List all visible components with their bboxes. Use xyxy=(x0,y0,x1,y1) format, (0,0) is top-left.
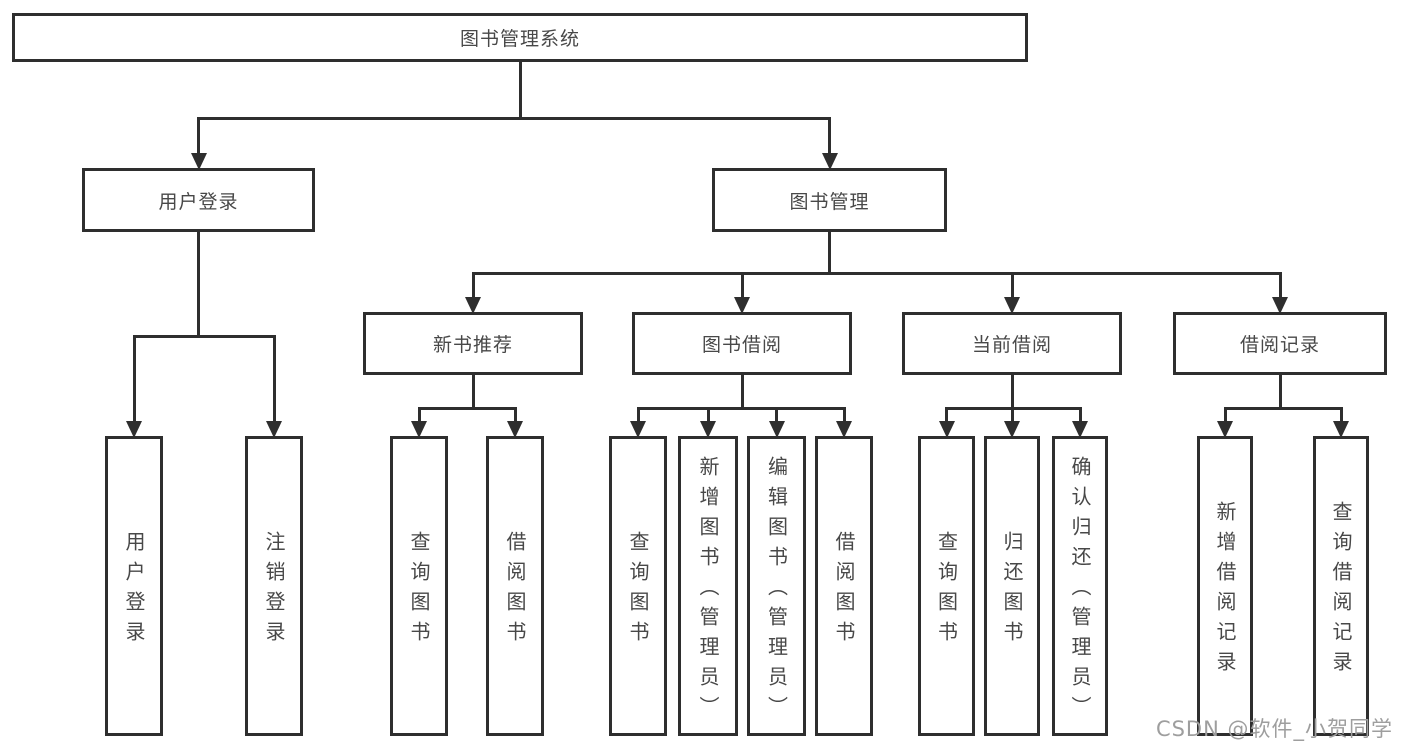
connector-line xyxy=(417,407,421,421)
node-new-book-rec: 新书推荐 xyxy=(363,312,583,375)
connector-line xyxy=(945,407,948,421)
arrow-down-icon xyxy=(1333,421,1349,438)
connector-line xyxy=(842,407,846,421)
connector-line xyxy=(197,232,200,338)
node-bb-edit-books-admin: 编辑图书（管理员） xyxy=(747,436,806,736)
arrow-down-icon xyxy=(465,297,481,314)
arrow-down-icon xyxy=(1004,297,1020,314)
arrow-down-icon xyxy=(938,421,955,438)
arrow-down-icon xyxy=(507,421,523,438)
node-bb-borrow-books: 借阅图书 xyxy=(815,436,873,736)
watermark: CSDN @软件_小贺同学 xyxy=(1155,717,1393,741)
node-bb-query-books: 查询图书 xyxy=(609,436,667,736)
connector-line xyxy=(132,335,136,421)
connector-line xyxy=(417,407,517,410)
connector-line xyxy=(1278,375,1282,410)
connector-line xyxy=(1010,272,1014,297)
connector-line xyxy=(471,272,475,297)
connector-line xyxy=(1223,407,1343,410)
connector-line xyxy=(1223,407,1227,421)
connector-line xyxy=(1078,407,1082,421)
arrow-down-icon xyxy=(190,153,207,170)
arrow-down-icon xyxy=(768,421,785,438)
connector-line xyxy=(828,117,831,153)
arrow-down-icon xyxy=(411,421,427,438)
connector-line xyxy=(1010,407,1014,421)
node-borrow-record: 借阅记录 xyxy=(1173,312,1387,375)
connector-line xyxy=(197,117,200,153)
arrow-down-icon xyxy=(1217,421,1233,438)
arrow-down-icon xyxy=(126,421,142,438)
connector-line xyxy=(706,407,710,421)
connector-line xyxy=(775,407,778,421)
node-login: 用户登录 xyxy=(105,436,163,736)
connector-line xyxy=(132,335,276,338)
node-library-system: 图书管理系统 xyxy=(12,13,1028,62)
arrow-down-icon xyxy=(1072,421,1088,438)
connector-line xyxy=(636,407,846,410)
arrow-down-icon xyxy=(821,153,838,170)
node-book-mgmt: 图书管理 xyxy=(712,168,947,232)
connector-line xyxy=(740,272,744,297)
connector-line xyxy=(518,62,522,120)
arrow-down-icon xyxy=(1004,421,1020,438)
arrow-down-icon xyxy=(734,297,750,314)
connector-line xyxy=(740,375,744,410)
node-br-query-record: 查询借阅记录 xyxy=(1313,436,1369,736)
node-bb-add-books-admin: 新增图书（管理员） xyxy=(678,436,738,736)
connector-line xyxy=(513,407,517,421)
node-br-add-record: 新增借阅记录 xyxy=(1197,436,1253,736)
node-nbr-query-books: 查询图书 xyxy=(390,436,448,736)
node-cb-confirm-return-admin: 确认归还（管理员） xyxy=(1052,436,1108,736)
arrow-down-icon xyxy=(836,421,852,438)
connector-line xyxy=(828,232,831,275)
node-logout: 注销登录 xyxy=(245,436,303,736)
connector-line xyxy=(471,272,1282,275)
connector-line xyxy=(636,407,640,421)
connector-line xyxy=(1010,375,1014,410)
node-cb-return-books: 归还图书 xyxy=(984,436,1040,736)
connector-line xyxy=(471,375,475,410)
connector-line xyxy=(1278,272,1282,297)
connector-line xyxy=(1339,407,1343,421)
arrow-down-icon xyxy=(1272,297,1288,314)
connector-line xyxy=(197,117,831,120)
arrow-down-icon xyxy=(630,421,646,438)
node-nbr-borrow-books: 借阅图书 xyxy=(486,436,544,736)
node-user-login: 用户登录 xyxy=(82,168,315,232)
arrow-down-icon xyxy=(700,421,716,438)
arrow-down-icon xyxy=(266,421,282,438)
connector-line xyxy=(272,335,276,421)
node-cb-query-books: 查询图书 xyxy=(918,436,975,736)
